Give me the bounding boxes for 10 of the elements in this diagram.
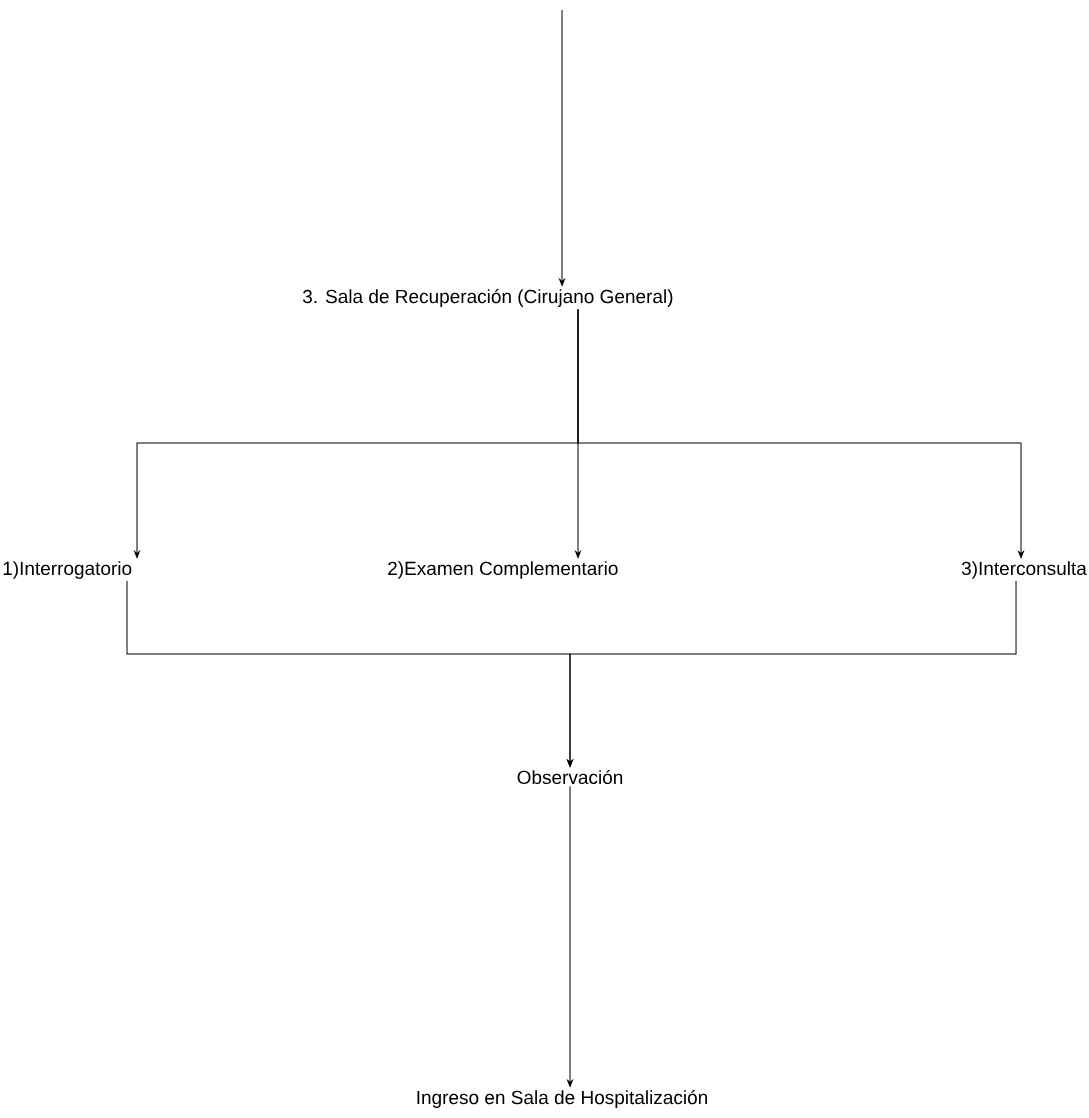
step-text: 1)Interrogatorio xyxy=(3,561,132,579)
arrow xyxy=(559,9,565,286)
step-text: 3)Interconsulta xyxy=(961,561,1087,579)
arrow xyxy=(567,580,1017,767)
step-text: 2)Examen Complementario xyxy=(388,561,618,579)
step-text: Observación xyxy=(517,769,623,785)
arrow xyxy=(577,308,1024,559)
step-text: 3. Sala de Recuperación (Cirujano General) xyxy=(302,289,673,307)
arrow xyxy=(567,785,573,1087)
step-text: Ingreso en Sala de Hospitalización xyxy=(417,1090,707,1108)
